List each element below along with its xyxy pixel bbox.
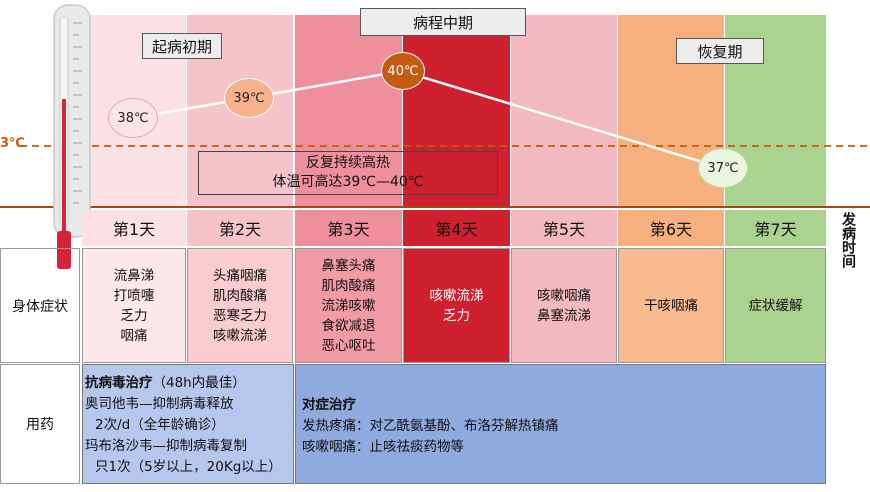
antiviral-title: 抗病毒治疗 xyxy=(85,375,153,391)
symptomatic-treatment-box: 对症治疗 发热疼痛：对乙酰氨基酚、布洛芬解热镇痛 咳嗽咽痛：止咳祛痰药物等 xyxy=(295,364,826,484)
day4-column-bg xyxy=(403,15,510,208)
temp-point-39: 39℃ xyxy=(224,78,274,118)
threshold-label: 3℃ xyxy=(0,136,25,151)
fever-note-box: 反复持续高热 体温可高达39℃—40℃ xyxy=(198,151,498,195)
day-header-6: 第6天 xyxy=(618,210,724,246)
day-header-1: 第1天 xyxy=(82,210,186,246)
fever-note-line2: 体温可高达39℃—40℃ xyxy=(272,174,424,190)
day5-column-bg xyxy=(511,15,617,208)
antiviral-line3: 玛布洛沙韦—抑制病毒复制 xyxy=(85,438,247,454)
symptoms-day-3: 鼻塞头痛 肌肉酸痛 流涕咳嗽 食欲减退 恶心呕吐 xyxy=(295,248,402,363)
symptomatic-line2: 咳嗽咽痛：止咳祛痰药物等 xyxy=(302,439,464,455)
day-header-4: 第4天 xyxy=(403,210,510,246)
day-header-2: 第2天 xyxy=(187,210,293,246)
temperature-curve-layer xyxy=(0,69,870,208)
day-header-5: 第5天 xyxy=(511,210,617,246)
phase-label-early: 起病初期 xyxy=(142,33,222,59)
antiviral-line1: 奥司他韦—抑制病毒释放 xyxy=(85,396,234,412)
day-header-3: 第3天 xyxy=(295,210,402,246)
symptoms-day-5: 咳嗽咽痛 鼻塞流涕 xyxy=(511,248,617,363)
symptomatic-line1: 发热疼痛：对乙酰氨基酚、布洛芬解热镇痛 xyxy=(302,418,559,434)
symptoms-day-1: 流鼻涕 打喷嚏 乏力 咽痛 xyxy=(82,248,186,363)
fever-note-line1: 反复持续高热 xyxy=(306,155,390,171)
temperature-curve xyxy=(132,69,723,170)
day3-column-bg xyxy=(295,15,402,208)
temp-point-37: 37℃ xyxy=(698,148,748,188)
symptoms-day-6: 干咳咽痛 xyxy=(618,248,724,363)
temp-point-38: 38℃ xyxy=(108,98,158,138)
symptoms-day-7: 症状缓解 xyxy=(725,248,826,363)
antiviral-treatment-box: 抗病毒治疗（48h内最佳） 奥司他韦—抑制病毒释放 2次/d（全年龄确诊） 玛布… xyxy=(82,364,294,484)
phase-label-mid: 病程中期 xyxy=(360,8,526,36)
symptoms-day-2: 头痛咽痛 肌肉酸痛 恶寒乏力 咳嗽流涕 xyxy=(187,248,293,363)
row-label-symptoms: 身体症状 xyxy=(0,248,80,363)
thermometer-icon xyxy=(53,4,91,269)
antiviral-line2: 2次/d（全年龄确诊） xyxy=(95,417,225,433)
temp-point-40: 40℃ xyxy=(381,52,425,90)
row-label-medication: 用药 xyxy=(0,364,80,484)
time-axis-label: 发病时间 xyxy=(840,212,856,268)
phase-label-recovery: 恢复期 xyxy=(676,38,764,64)
antiviral-title-note: （48h内最佳） xyxy=(152,375,246,391)
symptoms-day-4: 咳嗽流涕 乏力 xyxy=(403,248,510,363)
antiviral-line4: 只1次（5岁以上，20Kg以上） xyxy=(95,459,282,475)
day-header-7: 第7天 xyxy=(725,210,826,246)
symptomatic-title: 对症治疗 xyxy=(302,397,356,413)
